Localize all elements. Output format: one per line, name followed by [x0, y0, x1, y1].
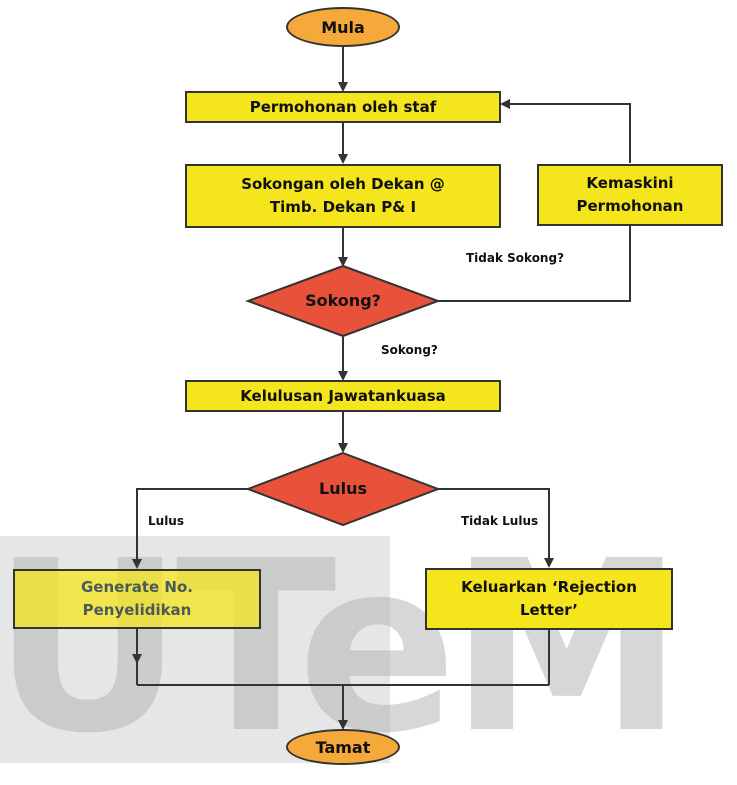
apply-label: Permohonan oleh staf	[249, 98, 437, 116]
update-box: Kemaskini Permohonan	[537, 164, 723, 226]
decision-support-label: Sokong?	[305, 291, 381, 310]
apply-box: Permohonan oleh staf	[185, 91, 501, 123]
decision-pass-shape	[245, 451, 441, 527]
support-box: Sokongan oleh Dekan @ Timb. Dekan P& I	[185, 164, 501, 228]
end-terminal: Tamat	[286, 729, 400, 765]
decision-pass-label: Lulus	[319, 479, 367, 498]
flowchart-connectors	[132, 47, 631, 730]
edge-label-pass: Lulus	[148, 514, 184, 528]
reject-box: Keluarkan ‘Rejection Letter’	[425, 568, 673, 630]
generate-box: Generate No. Penyelidikan	[13, 569, 261, 629]
update-label-line1: Kemaskini	[586, 173, 674, 192]
committee-label: Kelulusan Jawatankuasa	[240, 387, 446, 405]
decision-support-shape	[245, 264, 441, 338]
support-label-line2: Timb. Dekan P& I	[269, 198, 417, 216]
generate-label-line2: Penyelidikan	[82, 601, 192, 619]
edge-pass-reject	[438, 488, 554, 568]
edge-decision-update	[438, 226, 631, 302]
start-label: Mula	[321, 17, 365, 37]
edge-label-fail: Tidak Lulus	[461, 514, 539, 528]
reject-label-line2: Letter’	[520, 601, 578, 619]
edge-label-supported: Sokong?	[381, 343, 438, 357]
edge-update-apply	[500, 99, 631, 163]
generate-label-line1: Generate No.	[81, 577, 193, 596]
update-label-line2: Permohonan	[576, 197, 684, 215]
edge-pass-generate	[132, 488, 248, 569]
reject-label-line1: Keluarkan ‘Rejection	[461, 577, 637, 596]
start-terminal: Mula	[286, 7, 400, 47]
end-label: Tamat	[315, 737, 371, 757]
committee-box: Kelulusan Jawatankuasa	[185, 380, 501, 412]
edge-label-not-supported: Tidak Sokong?	[466, 251, 565, 265]
support-label-line1: Sokongan oleh Dekan @	[241, 174, 445, 193]
